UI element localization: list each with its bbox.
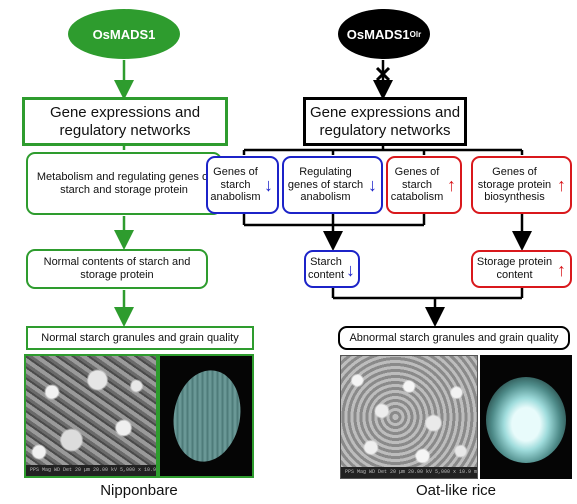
abnormal-granules-label: Abnormal starch granules and grain quali… [349,331,559,344]
left-gene-expression-box: Gene expressions and regulatory networks [22,97,228,146]
up-arrow-icon: ↑ [557,175,566,195]
down-arrow-icon: ↓ [368,175,377,195]
olr-superscript: Olr [409,29,422,39]
starch-catabolism-box: Genes of starch catabolism ↑ [386,156,462,214]
osmads1-node: OsMADS1 [68,9,180,59]
osmads1-olr-label: OsMADS1 [346,26,410,42]
right-gene-expression-box: Gene expressions and regulatory networks [303,97,467,146]
nipponbare-grain [166,364,248,468]
right-caption: Oat-like rice [415,482,497,499]
protein-content-box: Storage protein content ↑ [471,250,572,288]
right-gene-expression-label: Gene expressions and regulatory networks [309,104,461,139]
protein-content-label: Storage protein content [476,256,553,281]
regulating-anabolism-label: Regulating genes of starch anabolism [287,166,364,204]
left-normal-granules-box: Normal starch granules and grain quality [26,326,254,350]
up-arrow-icon: ↑ [447,175,456,195]
right-sem-image: PPS Mag WD Det 20 µm 20.00 kV 5,000 x 10… [340,355,478,479]
protein-biosynthesis-box: Genes of storage protein biosynthesis ↑ [471,156,572,214]
left-sem-image: PPS Mag WD Det 20 µm 20.00 kV 5,000 x 10… [24,354,158,478]
left-normal-granules-label: Normal starch granules and grain quality [41,331,239,344]
starch-catabolism-label: Genes of starch catabolism [390,166,444,204]
starch-content-box: Starch content ↓ [304,250,360,288]
left-normal-contents-label: Normal contents of starch and storage pr… [43,256,191,281]
left-caption: Nipponbare [100,482,178,499]
right-sem-footer: PPS Mag WD Det 20 µm 20.00 kV 5,000 x 10… [341,467,477,478]
abnormal-granules-box: Abnormal starch granules and grain quali… [338,326,570,350]
down-arrow-icon: ↓ [264,175,273,195]
cross-mark [375,66,391,82]
left-normal-contents-box: Normal contents of starch and storage pr… [26,249,208,289]
protein-biosynthesis-label: Genes of storage protein biosynthesis [477,166,552,204]
starch-anabolism-box: Genes of starch anabolism ↓ [206,156,279,214]
right-grain-image [480,355,572,479]
osmads1-label: OsMADS1 [92,26,156,42]
down-arrow-icon: ↓ [346,260,355,280]
left-metabolism-box: Metabolism and regulating genes of starc… [26,152,222,215]
oat-like-grain [486,377,566,463]
up-arrow-icon: ↑ [557,260,566,280]
starch-content-label: Starch content [307,256,345,281]
left-gene-expression-label: Gene expressions and regulatory networks [49,104,201,139]
left-metabolism-label: Metabolism and regulating genes of starc… [36,170,212,196]
regulating-anabolism-box: Regulating genes of starch anabolism ↓ [282,156,383,214]
left-sem-footer: PPS Mag WD Det 20 µm 20.00 kV 5,000 x 10… [26,465,156,476]
starch-anabolism-label: Genes of starch anabolism [210,166,261,204]
left-grain-image [158,354,254,478]
